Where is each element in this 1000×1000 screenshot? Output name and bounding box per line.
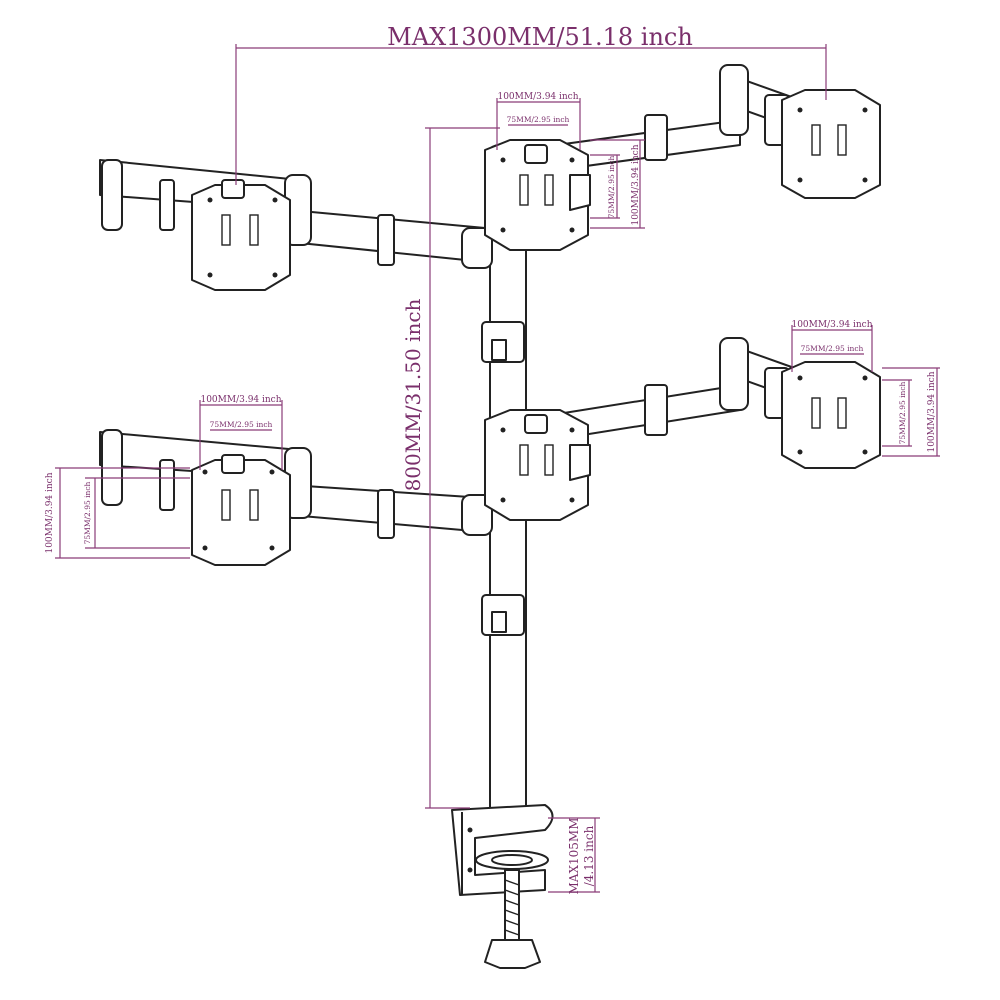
desk-clamp (451, 804, 554, 969)
vesa-100-label-lower-left: 100MM/3.94 inch (200, 395, 281, 405)
max-width-dimension: MAX1300MM/51.18 inch (235, 23, 827, 185)
vesa-75-vertical-lower-left: 75MM/2.95 inch (83, 481, 92, 544)
pole-height-dimension: 800MM/31.50 inch (401, 127, 500, 809)
cable-clip-lower (481, 594, 525, 636)
vesa-100-label-lower-right: 100MM/3.94 inch (791, 320, 872, 330)
vesa-75-label-upper-center: 75MM/2.95 inch (507, 115, 570, 124)
vesa-75-vertical-upper-center: 75MM/2.95 inch (607, 155, 616, 218)
max-width-label: MAX1300MM/51.18 inch (387, 23, 693, 51)
vesa-100-vertical-lower-right: 100MM/3.94 inch (927, 371, 937, 452)
vesa-plate-lower-center (484, 409, 591, 521)
lower-left-arm (99, 429, 493, 539)
vesa-dim-lower-left: 100MM/3.94 inch 75MM/2.95 inch 100MM/3.9… (45, 395, 283, 559)
vesa-75-label-lower-left: 75MM/2.95 inch (210, 420, 273, 429)
vesa-75-vertical-lower-right: 75MM/2.95 inch (898, 381, 907, 444)
vesa-100-vertical-upper-center: 100MM/3.94 inch (631, 144, 641, 225)
vesa-plate-upper-center (484, 139, 591, 251)
vesa-75-label-lower-right: 75MM/2.95 inch (801, 344, 864, 353)
vesa-dim-lower-right: 100MM/3.94 inch 75MM/2.95 inch 100MM/3.9… (791, 320, 940, 457)
pole-height-label: 800MM/31.50 inch (401, 298, 425, 491)
vesa-plate-upper-right (781, 89, 881, 199)
clamp-dimension: MAX105MM /4.13 inch (548, 817, 600, 895)
vesa-100-vertical-lower-left: 100MM/3.94 inch (45, 472, 55, 553)
upper-left-arm (99, 159, 493, 269)
vesa-dim-upper-center: 100MM/3.94 inch 75MM/2.95 inch 100MM/3.9… (496, 92, 645, 229)
clamp-max-inch-label: /4.13 inch (582, 825, 596, 886)
clamp-max-label: MAX105MM (567, 818, 581, 895)
vesa-plate-lower-left (191, 454, 291, 566)
vesa-plate-upper-left (191, 179, 291, 291)
vesa-100-label-upper-center: 100MM/3.94 inch (497, 92, 578, 102)
vesa-plate-lower-right (781, 361, 881, 469)
cable-clip-upper (481, 321, 525, 363)
